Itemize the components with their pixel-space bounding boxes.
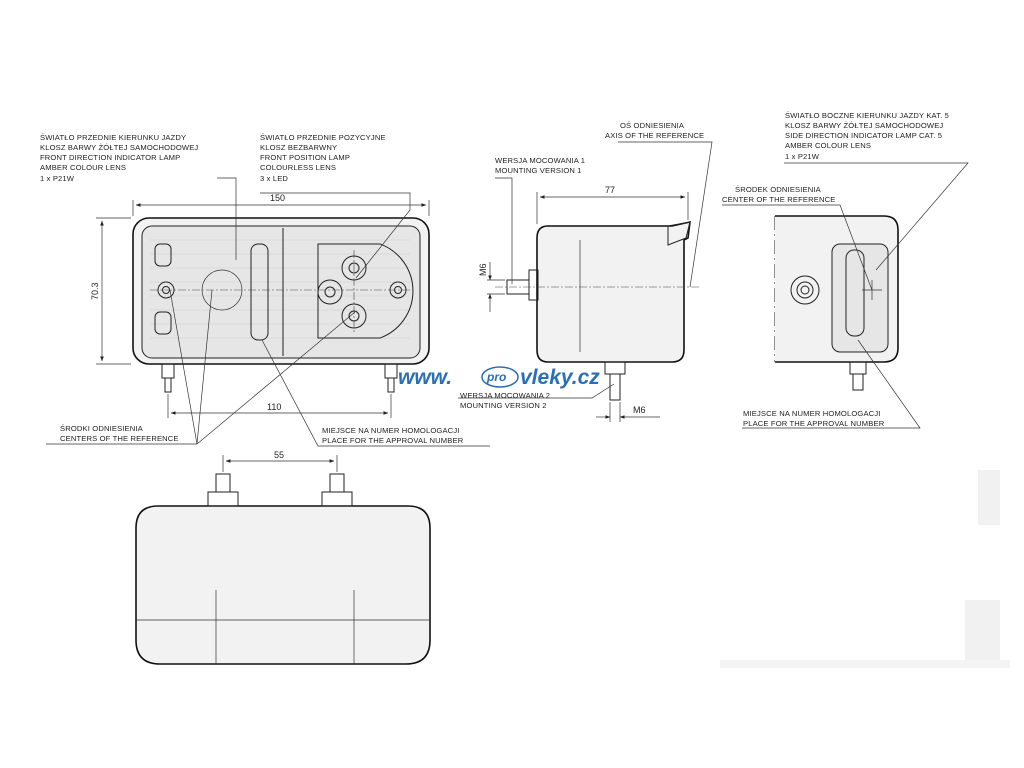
side-bottom-boss bbox=[604, 361, 626, 375]
leader-center-1 bbox=[196, 289, 213, 445]
top-bolt-right bbox=[321, 473, 353, 507]
label-front-direction-pl1: ŚWIATŁO PRZEDNIE KIERUNKU JAZDY bbox=[40, 133, 186, 142]
leader-front-direction bbox=[217, 177, 237, 260]
mounting-stud-v2 bbox=[609, 373, 621, 401]
label-approval-front-pl: MIEJSCE NA NUMER HOMOLOGACJI bbox=[322, 426, 460, 435]
front-lens bbox=[141, 225, 421, 359]
approval-plate-front bbox=[250, 243, 269, 341]
background-shapes bbox=[720, 470, 1010, 668]
dimension-top-bolt-spacing: 55 bbox=[274, 450, 284, 460]
label-approval-side-pl: MIEJSCE NA NUMER HOMOLOGACJI bbox=[743, 409, 881, 418]
label-front-direction-pl2: KLOSZ BARWY ŻÓŁTEJ SAMOCHODOWEJ bbox=[40, 143, 198, 152]
label-front-position-spec: 3 x LED bbox=[260, 174, 288, 183]
label-center-reference-en: CENTER OF THE REFERENCE bbox=[722, 195, 835, 204]
top-bolt-left bbox=[207, 473, 239, 507]
approval-plate-side bbox=[845, 249, 865, 337]
label-side-direction-pl1: ŚWIATŁO BOCZNE KIERUNKU JAZDY KAT. 5 bbox=[785, 111, 949, 120]
leader-center-reference bbox=[722, 204, 873, 291]
watermark-pro-oval bbox=[481, 366, 519, 388]
label-mounting-v2: WERSJA MOCOWANIA 2 MOUNTING VERSION 2 bbox=[460, 391, 550, 410]
bolt-right bbox=[384, 363, 398, 393]
leader-axis-reference bbox=[618, 141, 713, 288]
led-module bbox=[317, 243, 414, 339]
label-centers-reference-pl: ŚRODKI ODNIESIENIA bbox=[60, 424, 144, 433]
label-front-position-en1: FRONT POSITION LAMP bbox=[260, 153, 350, 162]
label-side-direction-en1: SIDE DIRECTION INDICATOR LAMP CAT. 5 bbox=[785, 131, 942, 140]
label-mounting-v1-pl: WERSJA MOCOWANIA 1 bbox=[495, 156, 585, 165]
side-indicator-lens bbox=[831, 243, 889, 353]
led-top-core bbox=[348, 262, 360, 274]
label-center-reference: ŚRODEK ODNIESIENIA CENTER OF THE REFEREN… bbox=[722, 185, 835, 204]
side-view: 77 M6 M6 bbox=[458, 141, 713, 422]
label-front-direction-spec: 1 x P21W bbox=[40, 174, 75, 183]
dimension-thread-v1: M6 bbox=[478, 263, 488, 276]
label-side-direction: ŚWIATŁO BOCZNE KIERUNKU JAZDY KAT. 5 KLO… bbox=[785, 111, 949, 161]
label-center-reference-pl: ŚRODEK ODNIESIENIA bbox=[735, 185, 822, 194]
side-indicator-nut-inner bbox=[796, 281, 814, 299]
bolt-left bbox=[161, 363, 175, 393]
label-front-position-pl2: KLOSZ BEZBARWNY bbox=[260, 143, 337, 152]
leader-center-3 bbox=[196, 311, 356, 445]
dimension-width: 150 bbox=[270, 193, 285, 203]
led-left bbox=[317, 279, 343, 305]
watermark-suffix: vleky.cz bbox=[520, 366, 600, 389]
label-approval-side-en: PLACE FOR THE APPROVAL NUMBER bbox=[743, 419, 885, 428]
label-approval-front: MIEJSCE NA NUMER HOMOLOGACJI PLACE FOR T… bbox=[322, 426, 464, 445]
label-front-direction-en2: AMBER COLOUR LENS bbox=[40, 163, 126, 172]
label-front-direction: ŚWIATŁO PRZEDNIE KIERUNKU JAZDY KLOSZ BA… bbox=[40, 133, 198, 183]
label-approval-side: MIEJSCE NA NUMER HOMOLOGACJI PLACE FOR T… bbox=[743, 409, 885, 428]
slot-lower bbox=[154, 311, 172, 335]
leader-mounting-v1 bbox=[495, 177, 513, 284]
slot-upper bbox=[154, 243, 172, 267]
label-axis-reference: OŚ ODNIESIENIA AXIS OF THE REFERENCE bbox=[605, 121, 704, 140]
label-axis-reference-pl: OŚ ODNIESIENIA bbox=[620, 121, 685, 130]
label-side-direction-spec: 1 x P21W bbox=[785, 152, 820, 161]
watermark-pro: pro bbox=[486, 370, 506, 384]
leader-approval-front bbox=[261, 339, 490, 447]
side-housing bbox=[536, 220, 691, 363]
side-indicator-view bbox=[722, 162, 969, 429]
dimension-depth: 77 bbox=[605, 185, 615, 195]
top-view: 55 bbox=[135, 450, 431, 665]
label-front-position-pl1: ŚWIATŁO PRZEDNIE POZYCYJNE bbox=[260, 133, 386, 142]
leader-mounting-v2 bbox=[458, 383, 615, 399]
label-mounting-v1-en: MOUNTING VERSION 1 bbox=[495, 166, 582, 175]
label-centers-reference: ŚRODKI ODNIESIENIA CENTERS OF THE REFERE… bbox=[60, 424, 179, 443]
label-front-direction-en1: FRONT DIRECTION INDICATOR LAMP bbox=[40, 153, 180, 162]
leader-approval-side bbox=[742, 339, 921, 429]
label-mounting-v2-pl: WERSJA MOCOWANIA 2 bbox=[460, 391, 550, 400]
side-indicator-nut bbox=[790, 275, 820, 305]
label-axis-reference-en: AXIS OF THE REFERENCE bbox=[605, 131, 704, 140]
side-indicator-bolt bbox=[852, 373, 864, 391]
label-front-position: ŚWIATŁO PRZEDNIE POZYCYJNE KLOSZ BEZBARW… bbox=[260, 133, 386, 183]
dimension-thread-v2: M6 bbox=[633, 405, 646, 415]
leader-front-position bbox=[260, 192, 411, 279]
leader-center-2 bbox=[169, 289, 198, 445]
label-mounting-v1: WERSJA MOCOWANIA 1 MOUNTING VERSION 1 bbox=[495, 156, 585, 175]
top-housing bbox=[135, 505, 431, 665]
label-front-position-en2: COLOURLESS LENS bbox=[260, 163, 336, 172]
label-approval-front-en: PLACE FOR THE APPROVAL NUMBER bbox=[322, 436, 464, 445]
side-visor bbox=[667, 221, 691, 246]
watermark-prefix: www. bbox=[398, 366, 452, 389]
label-side-direction-en2: AMBER COLOUR LENS bbox=[785, 141, 871, 150]
led-left-core bbox=[324, 286, 336, 298]
side-indicator-nut-core bbox=[800, 285, 810, 295]
label-centers-reference-en: CENTERS OF THE REFERENCE bbox=[60, 434, 179, 443]
label-side-direction-pl2: KLOSZ BARWY ŻÓŁTEJ SAMOCHODOWEJ bbox=[785, 121, 943, 130]
dimension-height: 70.3 bbox=[90, 282, 100, 300]
label-mounting-v2-en: MOUNTING VERSION 2 bbox=[460, 401, 547, 410]
front-view: 150 70.3 110 bbox=[46, 177, 490, 447]
leader-side-direction bbox=[784, 162, 969, 271]
watermark: www. pro vleky.cz bbox=[398, 366, 600, 389]
dimension-bolt-spacing: 110 bbox=[267, 402, 281, 412]
side-indicator-bolt-base bbox=[849, 361, 867, 375]
